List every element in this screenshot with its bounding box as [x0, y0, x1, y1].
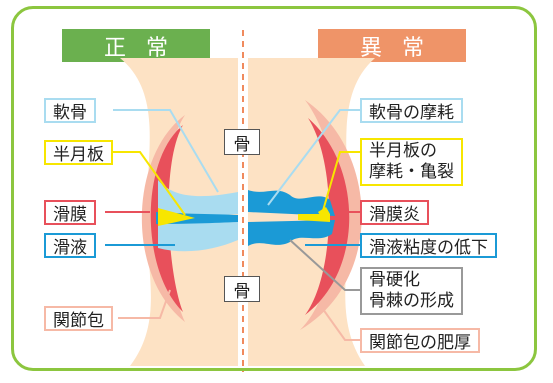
label-bone-sclerosis-line1: 骨硬化	[369, 270, 420, 290]
label-meniscus-wear-line2: 摩耗・亀裂	[369, 162, 454, 182]
normal-joint	[120, 58, 238, 366]
label-meniscus-wear: 半月板の 摩耗・亀裂	[360, 138, 463, 186]
abnormal-synovium	[305, 118, 350, 315]
normal-header: 正常	[62, 29, 210, 62]
label-synovial-fluid: 滑液	[44, 233, 96, 258]
normal-meniscus	[158, 208, 195, 226]
label-synovium: 滑膜	[44, 200, 96, 225]
label-bone-sclerosis: 骨硬化 骨棘の形成	[360, 267, 463, 315]
leader-bone	[289, 239, 360, 291]
normal-cartilage-lower	[158, 221, 238, 252]
leader-cartilage	[113, 109, 219, 193]
leader-cartilage-wear	[267, 109, 360, 206]
label-synovitis: 滑膜炎	[360, 200, 429, 225]
left-leader-lines	[105, 109, 219, 319]
label-cartilage-wear: 軟骨の摩耗	[360, 98, 463, 123]
normal-cartilage-upper	[158, 180, 238, 217]
label-cartilage: 軟骨	[44, 98, 96, 123]
label-joint-capsule: 関節包	[44, 306, 113, 331]
leader-capsule-thickening	[319, 304, 360, 341]
leader-capsule	[118, 289, 171, 319]
abnormal-cartilage-lower	[248, 220, 335, 246]
label-meniscus: 半月板	[44, 140, 113, 165]
abnormal-capsule	[300, 100, 362, 330]
leader-meniscus	[113, 151, 186, 216]
label-fluid-viscosity: 滑液粘度の低下	[360, 233, 497, 258]
abnormal-meniscus-tear	[318, 207, 330, 218]
label-bone-sclerosis-line2: 骨棘の形成	[369, 291, 454, 311]
label-capsule-thickening: 関節包の肥厚	[360, 328, 480, 353]
bone-label-upper: 骨	[224, 129, 260, 155]
label-meniscus-wear-line1: 半月板の	[369, 141, 437, 161]
leader-meniscus-wear	[321, 151, 360, 215]
bone-label-lower: 骨	[224, 276, 260, 302]
abnormal-cartilage-upper	[248, 190, 335, 216]
right-leader-lines	[267, 109, 360, 341]
abnormal-header: 異常	[318, 29, 466, 62]
